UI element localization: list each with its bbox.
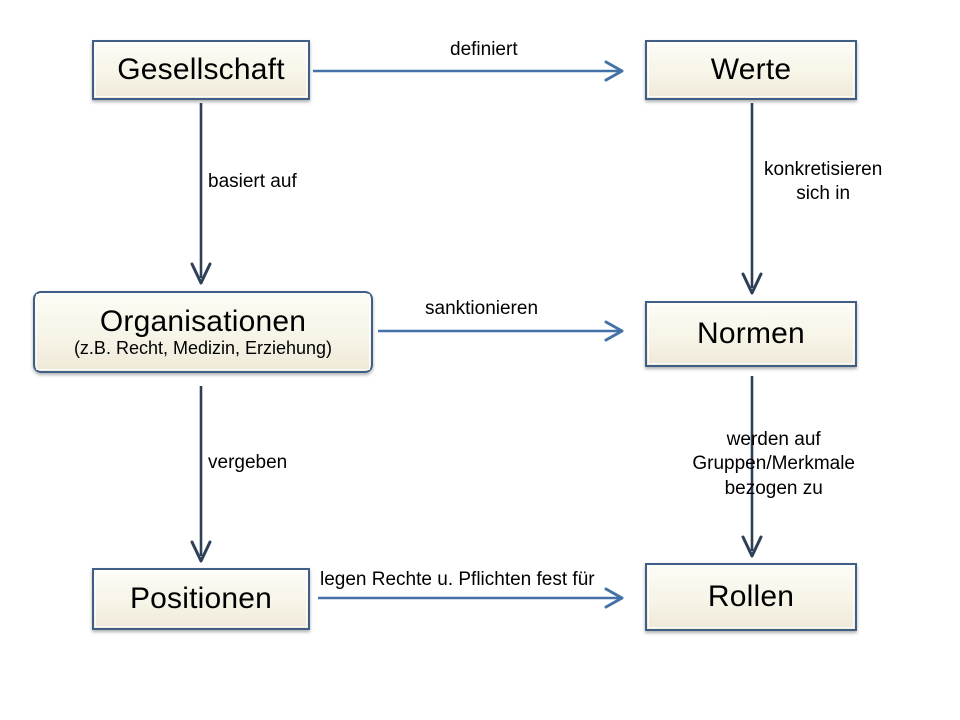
edge-label-vergeben: vergeben — [208, 452, 288, 473]
node-positionen[interactable]: Positionen — [92, 568, 310, 630]
edge-label-werden-auf-line1: werden auf — [726, 429, 821, 450]
edge-label-werden-auf-line2: Gruppen/Merkmale — [692, 453, 855, 475]
node-gesellschaft[interactable]: Gesellschaft — [92, 40, 310, 100]
node-positionen-title: Positionen — [129, 582, 273, 616]
edge-label-werden-auf: werden auf Gruppen/Merkmale bezogen zu — [692, 428, 855, 501]
node-normen[interactable]: Normen — [645, 301, 857, 367]
edge-label-konkretisieren: konkretisieren sich in — [764, 158, 882, 207]
edge-label-basiert-auf: basiert auf — [208, 171, 297, 192]
edge-label-definiert: definiert — [450, 39, 518, 60]
arrow-sanktionieren — [378, 320, 624, 342]
node-organisationen-subtitle: (z.B. Recht, Medizin, Erziehung) — [73, 338, 333, 359]
edge-label-konkretisieren-line2: sich in — [796, 183, 851, 205]
node-gesellschaft-title: Gesellschaft — [117, 53, 285, 87]
node-rollen[interactable]: Rollen — [645, 563, 857, 631]
node-rollen-title: Rollen — [707, 580, 795, 614]
edge-label-werden-auf-line3: bezogen zu — [724, 477, 823, 499]
node-organisationen[interactable]: Organisationen (z.B. Recht, Medizin, Erz… — [33, 291, 373, 373]
arrow-konkretisieren — [741, 103, 763, 295]
node-werte[interactable]: Werte — [645, 40, 857, 100]
node-werte-title: Werte — [710, 53, 792, 87]
edge-label-konkretisieren-line1: konkretisieren — [764, 159, 883, 180]
node-organisationen-title: Organisationen — [99, 304, 307, 338]
edge-label-sanktionieren: sanktionieren — [425, 298, 539, 319]
edge-label-legen-rechte: legen Rechte u. Pflichten fest für — [320, 569, 595, 590]
arrow-definiert — [313, 60, 624, 82]
node-normen-title: Normen — [697, 317, 805, 351]
